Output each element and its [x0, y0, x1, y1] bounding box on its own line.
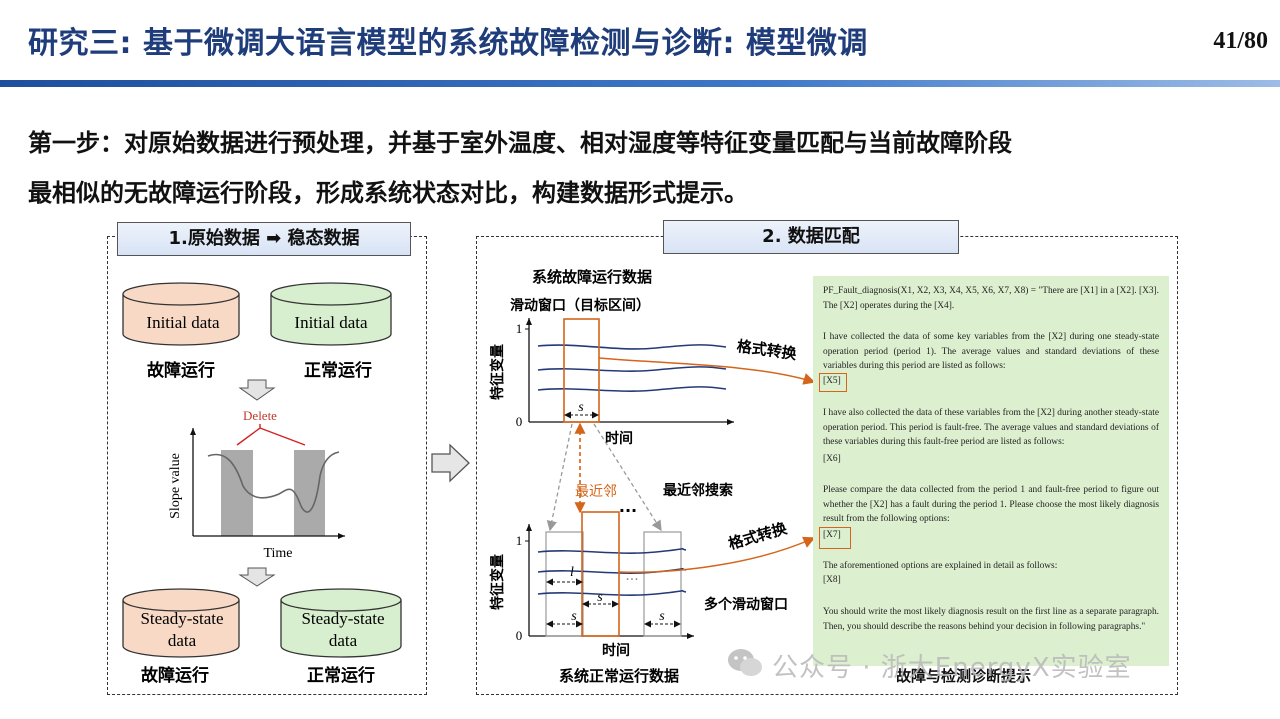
multi-window-label: 多个滑动窗口: [704, 596, 788, 613]
prompt-slot-x8: [X8]: [823, 575, 841, 585]
prompt-paragraph-1: I have collected the data of some key va…: [823, 332, 1159, 371]
normal-raw-cylinder-label: Initial data: [294, 313, 368, 332]
fault-raw-caption: 故障运行: [147, 360, 215, 381]
prompt-paragraph-2: I have also collected the data of these …: [823, 408, 1159, 447]
prompt-slot-x5: [X5]: [823, 376, 841, 386]
fault-data-title: 系统故障运行数据: [532, 268, 652, 286]
normal-data-title: 系统正常运行数据: [559, 667, 679, 685]
bottom-x-label: 时间: [602, 642, 630, 659]
window-size-s: s: [659, 609, 665, 624]
target-window: [563, 318, 600, 423]
fault-raw-cylinder-label: Initial data: [146, 313, 220, 332]
normal-raw-cylinder: [270, 282, 392, 346]
nearest-neighbor-label: 最近邻: [575, 484, 617, 500]
matching-diagram: 系统故障运行数据 滑动窗口（目标区间） 特征变量 1 0 s 时间 格式转换 最…: [489, 268, 816, 685]
matching-panel-header: 2. 数据匹配: [663, 220, 959, 254]
format-arrow: [618, 536, 816, 573]
ellipsis: ···: [625, 572, 638, 588]
slot-x5-highlight: [819, 373, 847, 392]
bottom-y-label: 特征变量: [489, 554, 506, 610]
nearest-neighbor-search-label: 最近邻搜索: [663, 482, 733, 499]
normal-steady-label-2: data: [329, 631, 358, 650]
ellipsis: ···: [619, 501, 637, 520]
format-arrow: [598, 357, 816, 385]
prompt-paragraph-5: You should write the most likely diagnos…: [823, 607, 1159, 632]
wechat-icon: [728, 649, 762, 676]
top-y-label: 特征变量: [489, 344, 506, 400]
preprocess-diagram: Initial data Initial data 故障运行 正常运行 Dele…: [122, 282, 402, 686]
delete-bracket: [236, 424, 306, 446]
title-divider: [0, 80, 1280, 87]
page-title: 研究三: 基于微调大语言模型的系统故障检测与诊断: 模型微调: [28, 26, 868, 61]
prompt-paragraph-3: Please compare the data collected from t…: [823, 485, 1159, 524]
window-size-s: s: [578, 400, 584, 415]
prompt-caption: 故障与检测诊断提示: [896, 667, 1032, 685]
format-label-2: 格式转换: [726, 519, 790, 553]
nearest-window: [581, 511, 620, 637]
prompt-paragraph-4: The aforementioned options are explained…: [823, 561, 1058, 571]
window-size-s: s: [597, 590, 603, 605]
fault-steady-cylinder: [122, 588, 240, 658]
window-size-s: s: [571, 609, 577, 624]
normal-steady-label-1: Steady-state: [301, 609, 384, 628]
preprocess-panel-header: 1.原始数据 ➡ 稳态数据: [117, 222, 411, 256]
normal-steady-caption: 正常运行: [307, 665, 375, 686]
normal-raw-caption: 正常运行: [304, 360, 372, 381]
sliding-window-label: 滑动窗口（目标区间）: [510, 297, 650, 314]
prompt-template-box: PF_Fault_diagnosis(X1, X2, X3, X4, X5, X…: [813, 276, 1169, 666]
watermark: 公众号 · 浙大EnergyX实验室: [772, 653, 1132, 683]
intro-line-2: 最相似的无故障运行阶段，形成系统状态对比，构建数据形式提示。: [28, 179, 748, 207]
format-label-1: 格式转换: [736, 337, 799, 363]
deleted-region: [294, 450, 325, 536]
fault-steady-label-1: Steady-state: [140, 609, 223, 628]
right-arrow-icon: [431, 443, 470, 483]
top-x-label: 时间: [605, 430, 633, 447]
top-tick-1: 1: [516, 321, 523, 336]
down-arrow-icon: [238, 379, 276, 401]
fault-series-lines: [537, 344, 727, 392]
bottom-tick-0: 0: [516, 628, 523, 643]
fault-steady-label-2: data: [168, 631, 197, 650]
prompt-slot-x6: [X6]: [823, 454, 841, 464]
fault-raw-cylinder: [122, 282, 240, 346]
normal-steady-cylinder: [280, 588, 402, 658]
slope-x-label: Time: [263, 546, 292, 561]
intro-line-1: 第一步：对原始数据进行预处理，并基于室外温度、相对湿度等特征变量匹配与当前故障阶…: [28, 129, 1012, 157]
top-tick-0: 0: [516, 414, 523, 429]
prompt-slot-x7: [X7]: [823, 530, 841, 540]
down-arrow-icon: [238, 567, 276, 587]
fault-steady-caption: 故障运行: [141, 665, 209, 686]
page-number: 41/80: [1213, 28, 1268, 54]
step-l-label: l: [570, 565, 574, 580]
slope-y-label: Slope value: [168, 453, 183, 519]
prompt-function-line: PF_Fault_diagnosis(X1, X2, X3, X4, X5, X…: [823, 286, 1159, 311]
bottom-tick-1: 1: [516, 533, 523, 548]
slope-curve: [207, 451, 340, 513]
slot-x7-highlight: [819, 527, 851, 549]
delete-label: Delete: [243, 408, 277, 423]
